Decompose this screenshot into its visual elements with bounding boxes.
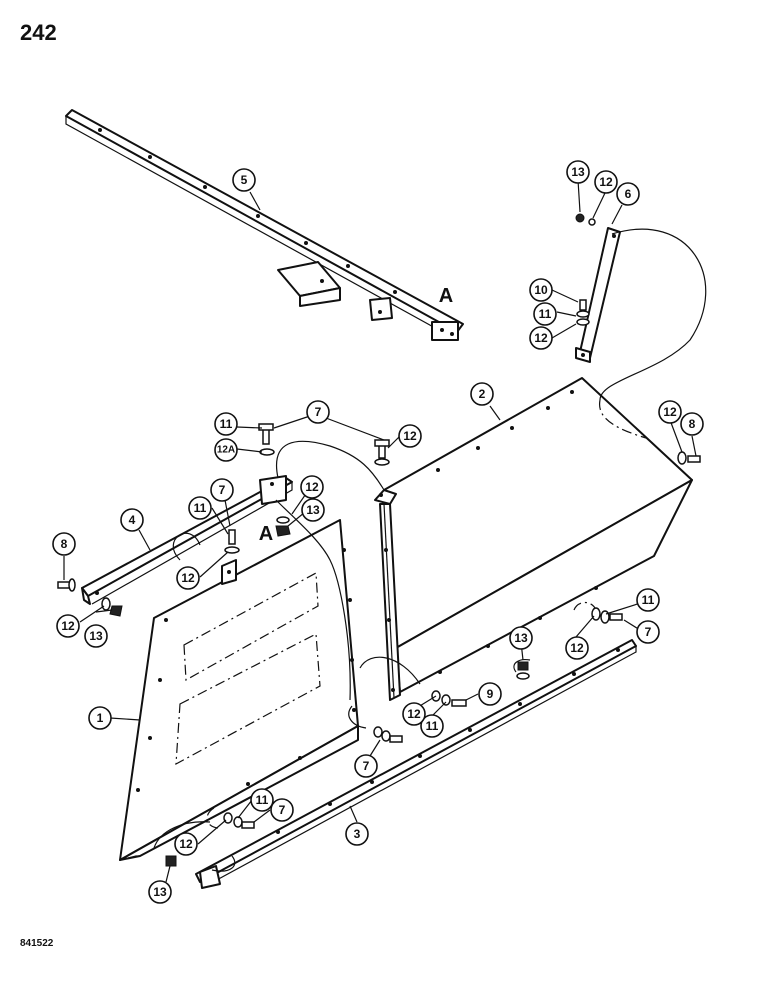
callout-label: 8 xyxy=(689,417,696,431)
callout-part-6: 6 xyxy=(616,182,640,206)
callout-part-7: 7 xyxy=(636,620,660,644)
callout-part-13: 13 xyxy=(148,880,172,904)
callout-label: 12 xyxy=(179,837,193,851)
callout-part-11: 11 xyxy=(188,496,212,520)
callout-label: 11 xyxy=(426,719,439,733)
callout-label: 13 xyxy=(306,503,320,517)
callout-label: 12 xyxy=(570,641,584,655)
callout-label: 11 xyxy=(256,793,269,807)
callout-label: 5 xyxy=(241,173,248,187)
callout-part-7: 7 xyxy=(354,754,378,778)
part-3-lower-bar xyxy=(195,639,637,889)
callout-part-7: 7 xyxy=(306,400,330,424)
callout-part-11: 11 xyxy=(214,412,238,436)
callout-part-2: 2 xyxy=(470,382,494,406)
callout-part-9: 9 xyxy=(478,682,502,706)
callout-label: 13 xyxy=(514,631,528,645)
callout-part-12: 12 xyxy=(565,636,589,660)
callout-label: 2 xyxy=(479,387,486,401)
callout-label: 12A xyxy=(217,445,235,456)
figure-code: 841522 xyxy=(20,938,54,949)
callout-part-12: 12 xyxy=(300,475,324,499)
callout-part-8: 8 xyxy=(52,532,76,556)
callout-part-12: 12 xyxy=(56,614,80,638)
callout-part-8: 8 xyxy=(680,412,704,436)
callout-label: 7 xyxy=(279,803,286,817)
callout-label: 11 xyxy=(220,417,233,431)
callout-label: 12 xyxy=(599,175,613,189)
callout-label: 12 xyxy=(61,619,75,633)
callout-part-5: 5 xyxy=(232,168,256,192)
callout-label: 6 xyxy=(625,187,632,201)
callout-part-12: 12 xyxy=(402,702,426,726)
callout-label: 11 xyxy=(539,307,552,321)
callout-part-12: 12 xyxy=(398,424,422,448)
assembly-leader-curves xyxy=(153,228,707,872)
callout-label: 12 xyxy=(663,405,677,419)
callout-part-13: 13 xyxy=(566,160,590,184)
callout-part-12: 12 xyxy=(176,566,200,590)
vertical-angle-bracket xyxy=(374,489,401,701)
callout-part-7: 7 xyxy=(270,798,294,822)
callout-label: 13 xyxy=(153,885,167,899)
part-2-right-panel xyxy=(383,377,693,693)
callout-part-10: 10 xyxy=(529,278,553,302)
part-5-upper-bar xyxy=(65,109,464,342)
callout-label: 11 xyxy=(642,593,655,607)
callout-part-11: 11 xyxy=(533,302,557,326)
callout-label: 8 xyxy=(61,537,68,551)
callout-part-12: 12 xyxy=(174,832,198,856)
callout-part-7: 7 xyxy=(210,478,234,502)
callout-label: 12 xyxy=(181,571,195,585)
callout-part-13: 13 xyxy=(84,624,108,648)
callout-label: 12 xyxy=(534,331,548,345)
page-number: 242 xyxy=(20,20,57,45)
callout-label: 1 xyxy=(97,711,104,725)
callout-part-12a: 12A xyxy=(214,438,238,462)
callout-label: 7 xyxy=(315,405,322,419)
callout-part-11: 11 xyxy=(420,714,444,738)
callout-part-3: 3 xyxy=(345,822,369,846)
callout-label: 12 xyxy=(305,480,319,494)
callout-label: 7 xyxy=(645,625,652,639)
callout-label: 9 xyxy=(487,687,494,701)
callout-part-11: 11 xyxy=(250,788,274,812)
callout-label: 12 xyxy=(403,429,417,443)
callout-label: 7 xyxy=(219,483,226,497)
callout-label: 11 xyxy=(194,501,207,515)
callout-part-1: 1 xyxy=(88,706,112,730)
callout-label: 13 xyxy=(89,629,103,643)
callout-part-13: 13 xyxy=(301,498,325,522)
callout-part-12: 12 xyxy=(594,170,618,194)
callout-label: 10 xyxy=(534,283,548,297)
callout-part-4: 4 xyxy=(120,508,144,532)
callout-label: 7 xyxy=(363,759,370,773)
callout-part-12: 12 xyxy=(529,326,553,350)
reference-label-a-top: A xyxy=(439,285,453,307)
callout-part-13: 13 xyxy=(509,626,533,650)
callout-part-12: 12 xyxy=(658,400,682,424)
part-6-support-strap xyxy=(575,227,621,363)
callout-label: 12 xyxy=(407,707,421,721)
reference-label-a-bottom: A xyxy=(259,523,273,545)
fasteners xyxy=(57,213,701,867)
callout-label: 13 xyxy=(571,165,585,179)
callout-label: 4 xyxy=(129,513,136,527)
callout-label: 3 xyxy=(354,827,361,841)
part-4-left-bracket xyxy=(81,475,293,605)
callout-part-11: 11 xyxy=(636,588,660,612)
